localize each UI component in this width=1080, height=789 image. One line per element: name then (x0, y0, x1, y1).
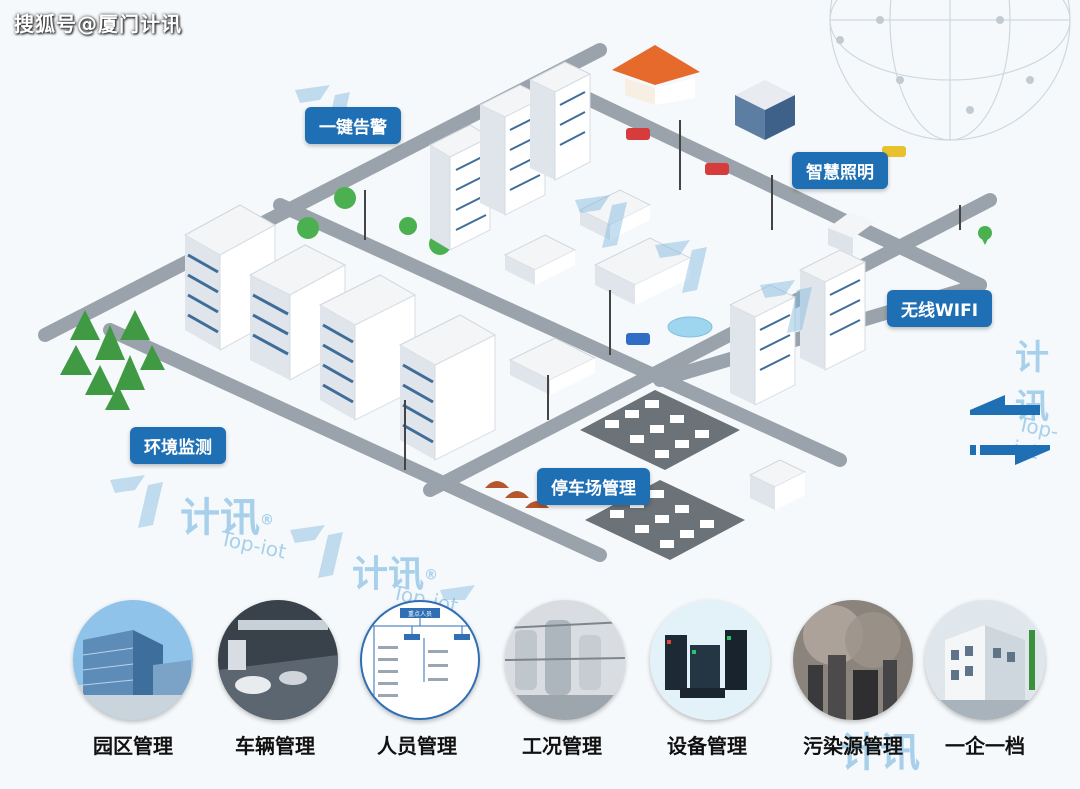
network-globe-decoration (829, 0, 1071, 141)
watermark-text: 搜狐号@厦门计讯 (14, 12, 182, 36)
brand-watermark-2: 计讯® Top-iot (352, 545, 460, 618)
module-label-pollution: 污染源管理 (803, 734, 903, 758)
pond (667, 316, 713, 338)
module-label-vehicle: 车辆管理 (235, 734, 315, 758)
module-label-park: 园区管理 (93, 734, 173, 758)
brand-name: 计讯 (180, 495, 260, 541)
brand-name: 计讯 (840, 730, 920, 776)
tag-one-key-alarm[interactable]: 一键告警 (305, 107, 401, 144)
module-label-device: 设备管理 (667, 734, 747, 758)
brand-watermark-4: 计讯 (840, 720, 920, 778)
smart-park-scene (38, 0, 1071, 600)
forest (60, 310, 165, 410)
module-park-image[interactable] (73, 600, 193, 720)
module-label-workcondition: 工况管理 (522, 734, 602, 758)
module-label-enterprise-file: 一企一档 (945, 734, 1025, 758)
module-enterprise-file-image[interactable] (925, 600, 1045, 720)
module-personnel-image[interactable]: 重点人员 (360, 600, 480, 720)
smart-poles (364, 120, 961, 470)
module-device-image[interactable] (650, 600, 770, 720)
tag-smart-lighting[interactable]: 智慧照明 (792, 152, 888, 189)
tag-environment-monitoring[interactable]: 环境监测 (130, 427, 226, 464)
module-workcondition-image[interactable] (505, 600, 625, 720)
brand-name: 计讯 (352, 554, 425, 595)
module-pollution-image[interactable] (793, 600, 913, 720)
tag-parking-management[interactable]: 停车场管理 (537, 468, 650, 505)
brand-registered: ® (260, 512, 274, 529)
brand-registered: ® (424, 567, 439, 584)
tag-wireless-wifi[interactable]: 无线WIFI (887, 290, 993, 327)
buildings (183, 45, 875, 510)
module-label-personnel: 人员管理 (377, 734, 457, 758)
brand-watermarks (110, 85, 812, 600)
module-vehicle-image[interactable] (218, 600, 338, 720)
exchange-arrows-icon (970, 395, 1050, 465)
brand-watermark-1: 计讯® Top-iot (180, 485, 288, 564)
street-trees (297, 187, 992, 255)
vehicles (626, 128, 906, 345)
org-chart-root: 重点人员 (408, 610, 432, 618)
